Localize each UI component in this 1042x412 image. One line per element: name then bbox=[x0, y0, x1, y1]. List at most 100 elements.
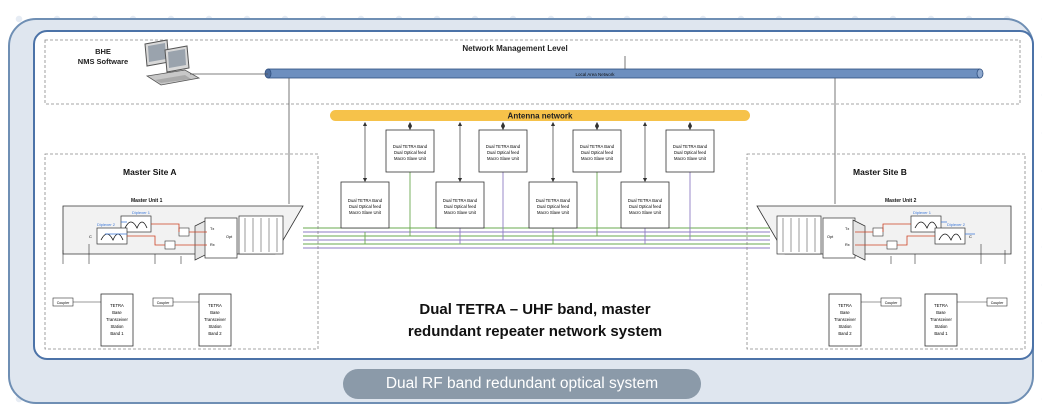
svg-text:TETRA: TETRA bbox=[934, 303, 948, 308]
svg-text:Dual Optical feed: Dual Optical feed bbox=[349, 204, 382, 209]
svg-text:TETRA: TETRA bbox=[110, 303, 124, 308]
local-area-network-bus bbox=[264, 68, 984, 79]
bts-band-2-b[interactable]: TETRA Base Transceiver Station Band 2 bbox=[828, 293, 862, 347]
svg-text:Dual TETRA Band: Dual TETRA Band bbox=[393, 144, 428, 149]
slave-unit-upper-3[interactable]: Dual TETRA Band Dual Optical feed Macro … bbox=[572, 129, 622, 173]
port-opt-a: Opt bbox=[226, 235, 233, 239]
svg-text:Transceiver: Transceiver bbox=[930, 317, 952, 322]
nms-label-line2: NMS Software bbox=[78, 57, 128, 66]
svg-text:Dual TETRA Band: Dual TETRA Band bbox=[486, 144, 521, 149]
lan-label: Local Area Network bbox=[575, 72, 615, 77]
svg-text:Dual TETRA Band: Dual TETRA Band bbox=[628, 198, 663, 203]
rf-blue-links-a bbox=[105, 221, 127, 235]
svg-text:Macro Slave Unit: Macro Slave Unit bbox=[349, 210, 382, 215]
antenna-links bbox=[362, 121, 693, 183]
rf-red-links-a bbox=[127, 223, 207, 246]
svg-text:Macro Slave Unit: Macro Slave Unit bbox=[444, 210, 477, 215]
nms-label-line1: BHE bbox=[95, 47, 111, 56]
master-unit-2[interactable] bbox=[756, 205, 1012, 261]
svg-text:Macro Slave Unit: Macro Slave Unit bbox=[487, 156, 520, 161]
port-opt-b: Opt bbox=[827, 235, 834, 239]
svg-text:Station: Station bbox=[934, 324, 948, 329]
rf-blue-links-b bbox=[941, 221, 975, 235]
svg-text:Macro Slave Unit: Macro Slave Unit bbox=[629, 210, 662, 215]
port-tx-a: Tx bbox=[210, 227, 214, 231]
diplexer-2-b-label: Diplexer 2 bbox=[947, 222, 966, 227]
svg-text:TETRA: TETRA bbox=[838, 303, 852, 308]
svg-text:Band 2: Band 2 bbox=[838, 331, 852, 336]
svg-text:Macro Slave Unit: Macro Slave Unit bbox=[537, 210, 570, 215]
port-tx-b: Tx bbox=[845, 227, 849, 231]
svg-text:Transceiver: Transceiver bbox=[106, 317, 128, 322]
svg-text:Station: Station bbox=[208, 324, 222, 329]
svg-text:Dual TETRA Band: Dual TETRA Band bbox=[443, 198, 478, 203]
feedback-links-b bbox=[890, 244, 1006, 264]
svg-text:Dual Optical feed: Dual Optical feed bbox=[394, 150, 427, 155]
svg-text:Band 1: Band 1 bbox=[110, 331, 124, 336]
system-title-line2: redundant repeater network system bbox=[408, 323, 662, 340]
svg-text:Coupler: Coupler bbox=[57, 301, 70, 305]
svg-text:Dual Optical feed: Dual Optical feed bbox=[629, 204, 662, 209]
antenna-network-bar bbox=[330, 110, 750, 121]
svg-text:TETRA: TETRA bbox=[208, 303, 222, 308]
slave-unit-lower-3[interactable]: Dual TETRA Band Dual Optical feed Macro … bbox=[528, 181, 578, 229]
master-unit-1-label: Master Unit 1 bbox=[131, 198, 163, 204]
diplexer-2-a-label: Diplexer 2 bbox=[97, 222, 116, 227]
feedback-links-a bbox=[62, 244, 182, 264]
svg-text:Base: Base bbox=[840, 310, 850, 315]
svg-text:Macro Slave Unit: Macro Slave Unit bbox=[674, 156, 707, 161]
bts-band-1-b[interactable]: TETRA Base Transceiver Station Band 1 bbox=[924, 293, 958, 347]
network-level-label: Network Management Level bbox=[462, 44, 567, 53]
svg-text:Base: Base bbox=[936, 310, 946, 315]
svg-text:Base: Base bbox=[112, 310, 122, 315]
svg-text:Coupler: Coupler bbox=[991, 301, 1004, 305]
master-site-a-box bbox=[44, 153, 319, 350]
svg-text:Dual Optical feed: Dual Optical feed bbox=[581, 150, 614, 155]
figure-caption: Dual RF band redundant optical system bbox=[343, 369, 701, 399]
svg-text:Macro Slave Unit: Macro Slave Unit bbox=[581, 156, 614, 161]
svg-text:Station: Station bbox=[838, 324, 852, 329]
antenna-network-label: Antenna network bbox=[508, 112, 573, 121]
master-site-b-title: Master Site B bbox=[853, 167, 907, 177]
slave-unit-lower-1[interactable]: Dual TETRA Band Dual Optical feed Macro … bbox=[340, 181, 390, 229]
bts-band-1-a[interactable]: TETRA Base Transceiver Station Band 1 bbox=[100, 293, 134, 347]
port-c-b: C bbox=[969, 234, 972, 239]
diplexer-1-a-label: Diplexer 1 bbox=[132, 210, 151, 215]
bts-band-2-a[interactable]: TETRA Base Transceiver Station Band 2 bbox=[198, 293, 232, 347]
svg-text:Coupler: Coupler bbox=[157, 301, 170, 305]
port-rx-b: Rx bbox=[845, 243, 850, 247]
network-diagram: Network Management Level BHE NMS Softwar… bbox=[33, 30, 1034, 360]
svg-text:Base: Base bbox=[210, 310, 220, 315]
svg-text:Dual TETRA Band: Dual TETRA Band bbox=[348, 198, 383, 203]
diplexer-1-b-label: Diplexer 1 bbox=[913, 210, 932, 215]
port-rx-a: Rx bbox=[210, 243, 215, 247]
svg-text:Dual Optical feed: Dual Optical feed bbox=[674, 150, 707, 155]
slave-unit-upper-4[interactable]: Dual TETRA Band Dual Optical feed Macro … bbox=[665, 129, 715, 173]
system-title-line1: Dual TETRA – UHF band, master bbox=[419, 301, 650, 318]
rf-red-links-b bbox=[855, 223, 935, 246]
master-site-b-box bbox=[746, 153, 1026, 350]
slave-unit-upper-2[interactable]: Dual TETRA Band Dual Optical feed Macro … bbox=[478, 129, 528, 173]
master-site-a-title: Master Site A bbox=[123, 167, 177, 177]
svg-text:Transceiver: Transceiver bbox=[834, 317, 856, 322]
svg-text:Band 1: Band 1 bbox=[934, 331, 948, 336]
port-c-a: C bbox=[89, 234, 92, 239]
svg-text:Dual Optical feed: Dual Optical feed bbox=[537, 204, 570, 209]
svg-text:Dual TETRA Band: Dual TETRA Band bbox=[673, 144, 708, 149]
slave-unit-lower-2[interactable]: Dual TETRA Band Dual Optical feed Macro … bbox=[435, 181, 485, 229]
svg-text:Band 2: Band 2 bbox=[208, 331, 222, 336]
svg-text:Dual Optical feed: Dual Optical feed bbox=[487, 150, 520, 155]
master-unit-1[interactable] bbox=[62, 205, 304, 261]
svg-text:Macro Slave Unit: Macro Slave Unit bbox=[394, 156, 427, 161]
network-level-box bbox=[44, 39, 1021, 105]
svg-text:Dual TETRA Band: Dual TETRA Band bbox=[536, 198, 571, 203]
svg-text:Dual TETRA Band: Dual TETRA Band bbox=[580, 144, 615, 149]
svg-text:Dual Optical feed: Dual Optical feed bbox=[444, 204, 477, 209]
slave-unit-lower-4[interactable]: Dual TETRA Band Dual Optical feed Macro … bbox=[620, 181, 670, 229]
svg-text:Coupler: Coupler bbox=[885, 301, 898, 305]
master-unit-2-label: Master Unit 2 bbox=[885, 198, 917, 204]
slave-unit-upper-1[interactable]: Dual TETRA Band Dual Optical feed Macro … bbox=[385, 129, 435, 173]
nms-computer-icon[interactable] bbox=[144, 39, 201, 86]
svg-text:Transceiver: Transceiver bbox=[204, 317, 226, 322]
svg-text:Station: Station bbox=[110, 324, 124, 329]
